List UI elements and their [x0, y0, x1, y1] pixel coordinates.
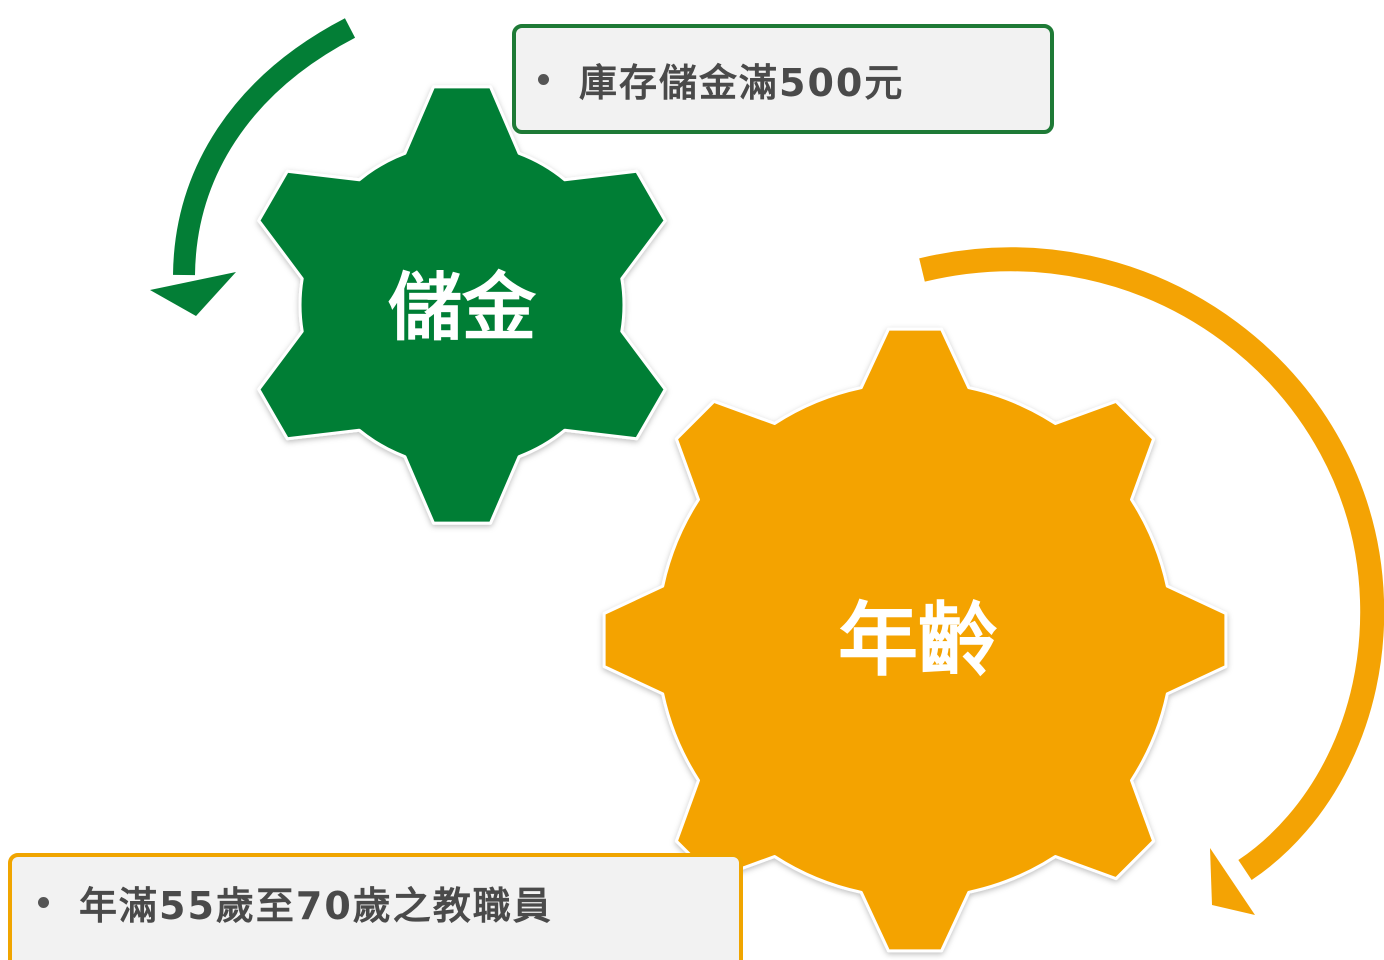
bullet-icon — [538, 73, 549, 85]
savings-gear — [257, 85, 667, 525]
age-gear — [602, 327, 1228, 953]
green-rotation-arrow — [150, 18, 356, 316]
orange-rotation-arrow — [919, 247, 1384, 915]
age-condition-box: 年滿55歲至70歲之教職員 — [8, 853, 743, 960]
savings-condition-box: 庫存儲金滿500元 — [512, 24, 1054, 134]
savings-condition-text: 庫存儲金滿500元 — [579, 60, 905, 105]
age-gear-label: 年齡 — [838, 594, 998, 687]
bullet-icon — [38, 896, 49, 908]
savings-gear-label: 儲金 — [388, 265, 537, 351]
age-condition-text: 年滿55歲至70歲之教職員 — [79, 883, 553, 928]
